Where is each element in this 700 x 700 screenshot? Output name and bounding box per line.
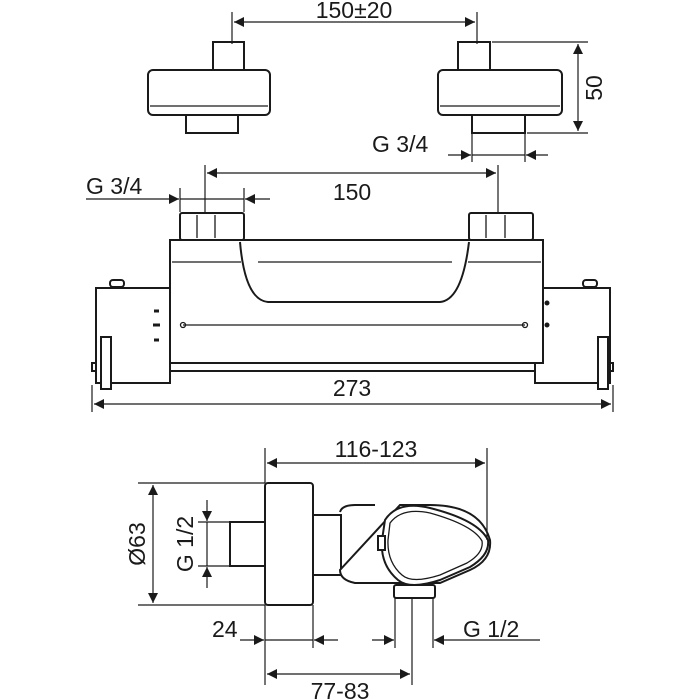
left-nut — [179, 212, 245, 241]
dimension-diameter-63: Ø63 — [124, 482, 265, 606]
dimension-label: 77-83 — [311, 678, 370, 700]
dimension-50: 50 — [492, 41, 607, 134]
mixer-body — [91, 239, 614, 390]
dimension-label: 150±20 — [316, 0, 393, 23]
dimension-label: 150 — [333, 179, 371, 205]
dimension-77-83: 77-83 — [267, 598, 413, 700]
dimension-label: 24 — [212, 616, 238, 642]
dimension-label: G 1/2 — [172, 516, 198, 572]
left-eccentric-connector — [147, 41, 271, 134]
dimension-150: 150 — [204, 165, 499, 212]
right-nut — [468, 212, 534, 241]
side-view: 116-123 Ø63 G 1/2 24 — [124, 436, 540, 700]
dimension-116-123: 116-123 — [264, 436, 488, 540]
dimension-inlet-thread: G 1/2 — [172, 500, 230, 588]
top-view: 150±20 50 G 3/4 — [147, 0, 607, 162]
right-eccentric-connector — [437, 41, 563, 134]
dimension-label: G 3/4 — [372, 131, 428, 157]
dimension-label: Ø63 — [124, 522, 150, 565]
dimension-label: 116-123 — [335, 436, 418, 462]
dimension-outlet-thread: G 1/2 — [372, 598, 540, 648]
dimension-24: 24 — [212, 605, 338, 685]
dimension-front-thread: G 3/4 — [86, 173, 270, 212]
dimension-150-20: 150±20 — [231, 0, 478, 44]
dimension-label: 273 — [333, 375, 371, 401]
dimension-label: G 1/2 — [463, 616, 519, 642]
dimension-label: G 3/4 — [86, 173, 142, 199]
dimension-top-thread: G 3/4 — [372, 131, 548, 162]
dimension-label: 50 — [581, 75, 607, 101]
dimension-273: 273 — [91, 375, 614, 412]
front-view: 150 G 3/4 273 — [86, 165, 614, 412]
